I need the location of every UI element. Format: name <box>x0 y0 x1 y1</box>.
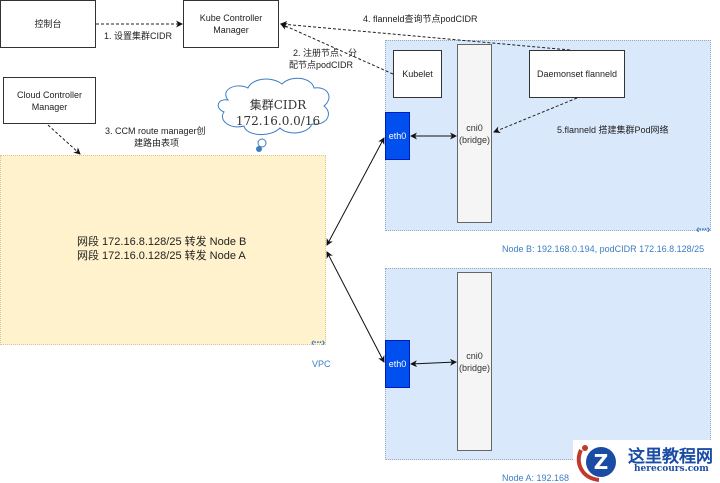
watermark-title: 这里教程网 <box>628 447 713 467</box>
node-b-caption: Node B: 192.168.0.194, podCIDR 172.16.8.… <box>502 244 705 254</box>
cloud-cidr: 172.16.0.0/16 <box>235 114 321 128</box>
kube-controller-manager-label: Kube Controller Manager <box>199 13 263 35</box>
step2-label-line1: 2. 注册节点、分 <box>293 48 358 58</box>
node-b-cni0-bridge[interactable]: cni0 (bridge) <box>457 44 492 223</box>
node-a-caption: Node A: 192.168 <box>502 473 570 483</box>
node-b-bridge-name: cni0 <box>466 122 483 133</box>
node-a-region <box>385 268 711 460</box>
console-box[interactable]: 控制台 <box>0 0 96 48</box>
step3-label-line2: 建路由表项 <box>134 138 180 148</box>
arrow-vpc-node-a <box>326 251 385 363</box>
vpc-label: VPC <box>312 359 331 369</box>
step2-label-line2: 配节点podCIDR <box>289 60 354 70</box>
node-b-eth0-label: eth0 <box>388 131 407 141</box>
step1-label: 1. 设置集群CIDR <box>104 31 173 41</box>
watermark-logo-icon: Z <box>576 445 616 482</box>
watermark: Z 这里教程网 herecours.com <box>573 440 720 483</box>
cloud-controller-manager-box[interactable]: Cloud Controller Manager <box>3 77 96 124</box>
node-a-eth0-label: eth0 <box>388 359 407 369</box>
cloud-title: 集群CIDR <box>249 98 307 112</box>
node-a-cni0-bridge[interactable]: cni0 (bridge) <box>457 272 492 451</box>
node-a-bridge-name: cni0 <box>466 350 483 361</box>
kubelet-box[interactable]: Kubelet <box>393 50 442 98</box>
vpc-route-node-a: 网段 172.16.0.128/25 转发 Node A <box>77 250 246 262</box>
kube-controller-manager-box[interactable]: Kube Controller Manager <box>183 0 279 48</box>
daemonset-flanneld-label: Daemonset flanneld <box>536 69 618 79</box>
node-b-bridge-type: (bridge) <box>458 134 490 145</box>
cloud-controller-manager-label: Cloud Controller Manager <box>16 89 83 112</box>
daemonset-flanneld-box[interactable]: Daemonset flanneld <box>529 50 625 98</box>
node-b-eth0[interactable]: eth0 <box>385 112 410 160</box>
svg-text:Z: Z <box>594 450 609 474</box>
watermark-subtitle: herecours.com <box>634 464 709 474</box>
console-label: 控制台 <box>34 19 62 29</box>
node-a-eth0[interactable]: eth0 <box>385 340 410 388</box>
node-a-bridge-type: (bridge) <box>458 362 490 373</box>
node-b-network-icon: ‹···› <box>696 224 710 236</box>
step4-label: 4. flanneld查询节点podCIDR <box>363 14 478 24</box>
step3-label-line1: 3. CCM route manager创 <box>105 126 206 136</box>
arrow-vpc-node-b <box>326 137 385 246</box>
step5-label: 5.flanneld 搭建集群Pod网络 <box>557 125 669 135</box>
vpc-route-node-b: 网段 172.16.8.128/25 转发 Node B <box>77 236 247 248</box>
arrow-step3 <box>47 124 81 155</box>
kubelet-label: Kubelet <box>402 69 433 79</box>
vpc-icon: ‹···› <box>311 337 325 349</box>
vpc-region <box>0 155 326 345</box>
